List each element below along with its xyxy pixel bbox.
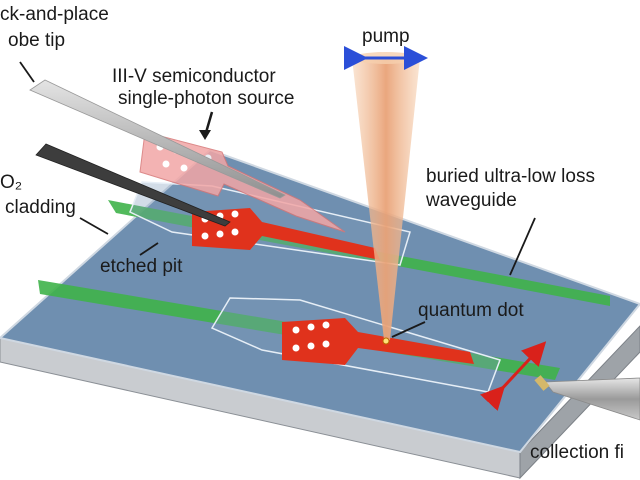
leader-quantum-dot bbox=[391, 321, 426, 338]
device-upper bbox=[192, 208, 380, 260]
probe-tip-lower bbox=[35, 143, 231, 227]
leader-waveguide bbox=[509, 217, 536, 276]
label-source-line1: III-V semiconductor bbox=[112, 66, 276, 87]
alignment-arrow bbox=[480, 341, 547, 411]
leader-probe bbox=[19, 61, 35, 83]
label-collection-fiber: collection fi bbox=[530, 442, 624, 463]
label-probe-line1: ck-and-place bbox=[0, 4, 109, 25]
pump-beam bbox=[352, 58, 420, 340]
label-waveguide-line2: waveguide bbox=[425, 190, 517, 211]
label-quantum-dot: quantum dot bbox=[418, 300, 524, 321]
device-lower bbox=[282, 318, 474, 365]
collection-fiber bbox=[544, 377, 640, 421]
label-source-line2: single-photon source bbox=[118, 88, 294, 109]
label-etched-pit: etched pit bbox=[100, 256, 183, 277]
leader-cladding bbox=[79, 217, 109, 235]
leader-source-head bbox=[199, 130, 211, 140]
label-probe-line2: obe tip bbox=[8, 30, 65, 51]
quantum-dot-spot bbox=[382, 337, 390, 345]
label-waveguide-line1: buried ultra-low loss bbox=[426, 166, 595, 187]
label-sio2: O₂ bbox=[0, 172, 22, 193]
label-pump: pump bbox=[362, 26, 410, 47]
label-cladding: cladding bbox=[5, 197, 76, 218]
leader-etched-pit bbox=[139, 242, 159, 256]
fiber-facet bbox=[534, 375, 550, 391]
chip-side-right bbox=[519, 325, 640, 480]
probe-tip-upper bbox=[29, 79, 286, 199]
